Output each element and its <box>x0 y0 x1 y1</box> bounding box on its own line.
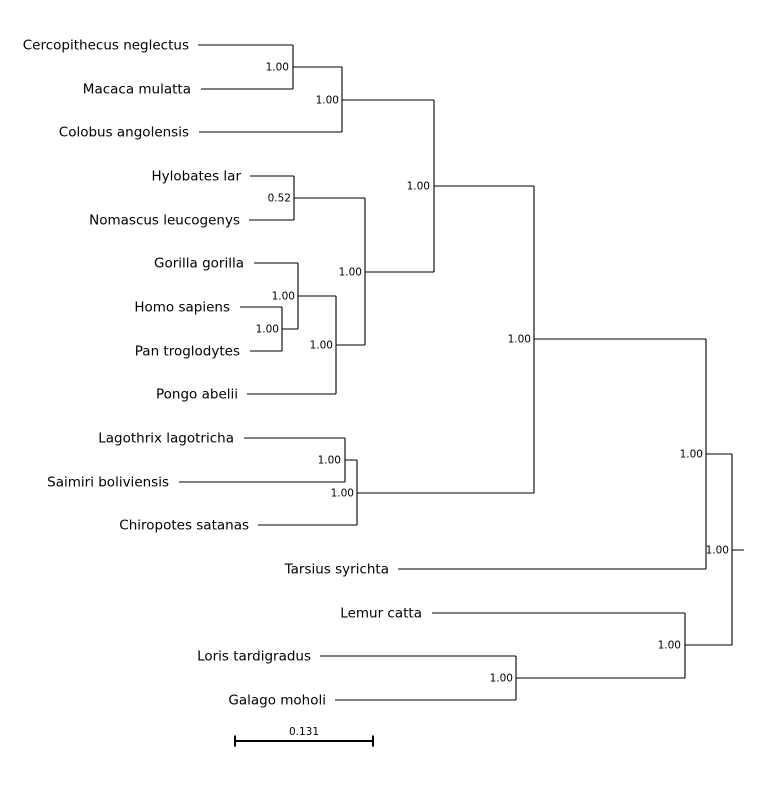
support-value: 1.00 <box>508 334 531 346</box>
support-value: 1.00 <box>266 62 289 74</box>
taxon-label: Saimiri boliviensis <box>47 475 169 491</box>
scale-bar-line <box>234 735 374 747</box>
taxon-label: Pan troglodytes <box>135 344 240 360</box>
node-lagothrix-saimiri <box>344 438 357 482</box>
support-value: 1.00 <box>680 449 703 461</box>
scale-bar-label: 0.131 <box>289 726 319 738</box>
support-value: 1.00 <box>407 181 430 193</box>
support-value: 1.00 <box>272 291 295 303</box>
node-cercopithecidae <box>341 67 434 132</box>
taxon-label: Galago moholi <box>228 693 326 709</box>
support-value: 1.00 <box>706 545 729 557</box>
support-value: 0.52 <box>268 193 291 205</box>
scale-bar: 0.131 <box>234 726 374 747</box>
taxon-label: Nomascus leucogenys <box>89 213 240 229</box>
node-strepsirrhini <box>684 613 732 678</box>
tree-branches <box>179 44 744 701</box>
support-value: 1.00 <box>490 673 513 685</box>
node-anthropoidea <box>533 186 706 493</box>
node-hominidae <box>335 296 365 394</box>
taxon-label: Gorilla gorilla <box>154 256 244 272</box>
taxon-label: Loris tardigradus <box>197 649 311 665</box>
taxon-label: Lagothrix lagotricha <box>98 431 234 447</box>
support-value: 1.00 <box>658 640 681 652</box>
node-cercopithecus-macaca <box>292 45 342 89</box>
support-value: 1.00 <box>318 455 341 467</box>
node-homininae <box>297 263 336 329</box>
node-hominoidea <box>364 198 434 345</box>
support-value: 1.00 <box>310 340 333 352</box>
taxon-label: Macaca mulatta <box>83 82 191 98</box>
support-value: 1.00 <box>316 95 339 107</box>
support-value: 1.00 <box>339 267 362 279</box>
node-homo-pan <box>281 307 298 351</box>
support-value: 1.00 <box>331 488 354 500</box>
taxon-label: Homo sapiens <box>134 300 230 316</box>
support-value: 1.00 <box>256 324 279 336</box>
taxon-label: Colobus angolensis <box>59 125 189 141</box>
taxon-label: Lemur catta <box>340 606 422 622</box>
node-lorisiformes <box>515 656 685 700</box>
taxon-label: Cercopithecus neglectus <box>23 38 189 54</box>
taxon-labels: Cercopithecus neglectus Macaca mulatta C… <box>23 38 422 709</box>
support-values: 1.00 1.00 0.52 1.00 1.00 1.00 1.00 1.00 … <box>256 62 729 685</box>
node-catarrhini <box>433 100 534 272</box>
taxon-label: Chiropotes satanas <box>119 518 249 534</box>
node-haplorhini <box>705 339 732 569</box>
taxon-label: Pongo abelii <box>156 387 238 403</box>
taxon-label: Tarsius syrichta <box>284 562 389 578</box>
node-root <box>731 454 744 645</box>
node-platyrrhini <box>356 460 534 525</box>
taxon-label: Hylobates lar <box>152 169 242 185</box>
node-hylobatidae <box>293 176 365 220</box>
